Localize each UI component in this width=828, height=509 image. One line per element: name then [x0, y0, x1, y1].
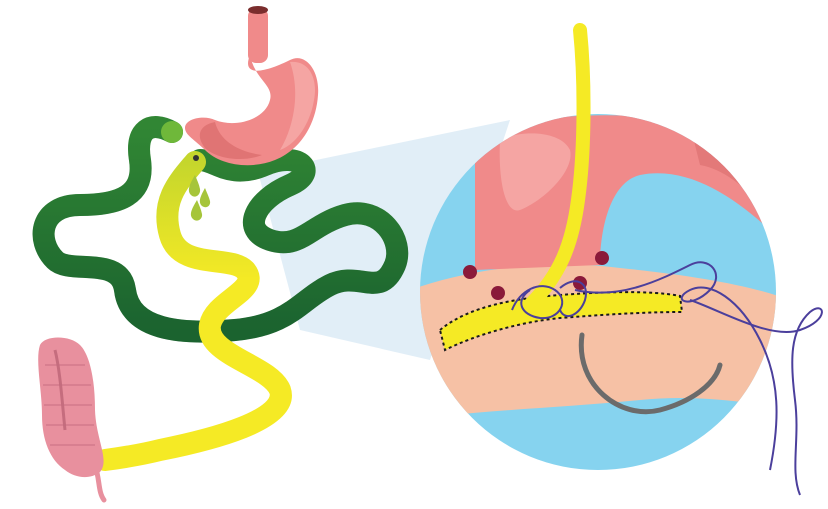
stomach: [185, 6, 318, 165]
bowel-end-cap: [161, 121, 183, 143]
esophagus: [248, 8, 268, 63]
pylorus-stitch: [193, 155, 199, 161]
bile-drops: [189, 175, 210, 221]
esophagus-opening: [248, 6, 268, 14]
colon: [38, 338, 104, 501]
